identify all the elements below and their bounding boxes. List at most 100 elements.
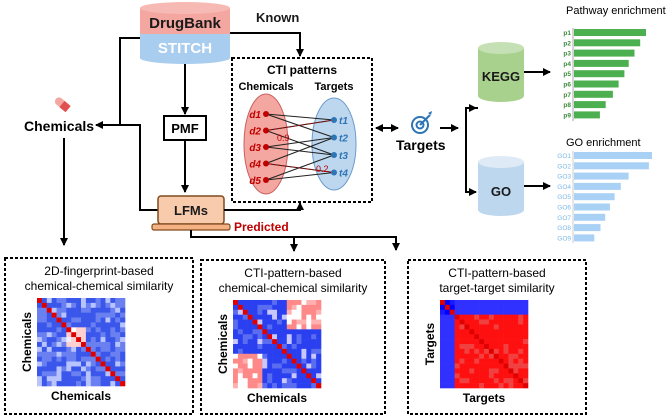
cti-chemicals-header: Chemicals [238,81,293,93]
enrichment-bar [574,152,652,159]
cti-edge [265,136,335,165]
cti-edges [265,113,335,181]
cti-patterns-box: CTI patterns Chemicals Targets d1d2d3d4d… [231,57,373,203]
cti-predicted-edge [265,163,335,173]
known-arrow [230,32,304,57]
enrichment-bar-label: GO4 [557,184,571,191]
pmf-label: PMF [171,121,199,136]
enrichment-bar [574,234,595,242]
chemical-node-label: d4 [249,160,261,171]
go-enrichment-title: GO enrichment [566,137,641,149]
panel-title-line2: target-target similarity [439,281,554,295]
enrichment-bar-label: p1 [563,30,571,37]
enrichment-bar-label: GO2 [557,163,571,170]
enrichment-bar-label: GO7 [557,215,571,222]
enrichment-bar [574,203,610,211]
target-node-label: t2 [339,134,348,145]
pathway-chart: p1 p2 p3 p4 p5 p6 p7 p8 p9 [563,28,646,121]
enrichment-bar [574,29,646,36]
lfms-label: LFMs [174,203,208,218]
enrichment-bar [574,49,635,57]
heatmap-xlabel: Chemicals [51,389,111,403]
enrichment-bar-label: GO5 [557,194,571,201]
chemical-node-label: d1 [249,110,261,121]
drugbank-label: DrugBank [149,15,221,32]
chemical-node-label: d3 [249,143,261,154]
enrichment-bar [574,39,641,47]
chemical-node-label: d2 [249,127,261,138]
enrichment-bar-label: GO1 [557,153,571,160]
cti-weight-low: 0.2 [316,164,329,174]
go-label: GO [491,184,511,199]
chemical-node [263,144,269,150]
panel-title-line1: CTI-pattern-based [448,266,545,280]
target-node [331,169,337,176]
heatmap [440,300,529,389]
chemicals-label: Chemicals [24,118,94,134]
targets-label: Targets [396,137,446,153]
cti-targets-header: Targets [315,81,354,93]
enrichment-bar [574,101,606,109]
enrichment-bar-label: p6 [563,82,571,89]
pill-icon [54,97,71,113]
enrichment-bar [574,111,600,119]
known-label: Known [256,10,299,25]
chemical-node [263,160,269,167]
cti-edge [265,136,335,148]
enrichment-bar [574,59,629,67]
database-cylinder: DrugBank STITCH [140,2,230,64]
enrichment-bar-label: GO8 [557,225,571,232]
predicted-label: Predicted [234,220,289,234]
enrichment-bar [574,70,625,78]
heatmap-xlabel: Targets [463,391,506,405]
heatmap-ylabel: Targets [423,322,437,365]
panel-title-line1: CTI-pattern-based [244,266,341,280]
targets-branch-line [465,107,478,193]
enrichment-bar [574,162,649,170]
heatmap [233,300,322,389]
lfm-laptop: LFMs [151,195,231,231]
enrichment-bar [574,90,613,98]
enrichment-bar-label: p9 [563,112,571,119]
panel-title-line1: 2D-fingerprint-based [44,264,153,278]
target-node [331,117,337,123]
enrichment-bar [574,172,629,180]
go-cylinder: GO [478,156,524,216]
target-node-label: t1 [339,116,348,127]
kegg-cylinder: KEGG [478,42,524,102]
kegg-label: KEGG [482,69,520,84]
enrichment-bar-label: GO9 [557,235,571,242]
target-node [331,152,337,158]
enrichment-bar-label: GO3 [557,174,571,181]
cti-predicted-edge [265,119,335,131]
cti-title: CTI patterns [267,63,337,77]
enrichment-bar-label: p7 [563,92,571,99]
enrichment-bar [574,224,601,232]
lfm-to-cti-arrow [224,202,304,211]
cylinder-to-chemicals-line [119,37,140,125]
enrichment-bar-label: p4 [563,61,571,68]
cti-edge [265,154,335,181]
enrichment-bar [574,182,621,190]
enrichment-bar [574,193,615,201]
cti-edge [265,113,335,121]
pmf-box: PMF [163,115,207,141]
enrichment-bar-label: p2 [563,40,571,47]
chemical-node [263,127,269,134]
heatmap-ylabel: Chemicals [20,312,34,372]
enrichment-bar-label: p8 [563,102,571,109]
enrichment-bar-label: p3 [563,51,571,58]
cti-weight-high: 0.9 [277,133,290,143]
cti-edge [265,171,335,181]
enrichment-bar-label: p5 [563,71,571,78]
chemical-node [263,177,269,183]
chemical-node [263,111,269,117]
pathway-title: Pathway enrichment [566,5,666,17]
